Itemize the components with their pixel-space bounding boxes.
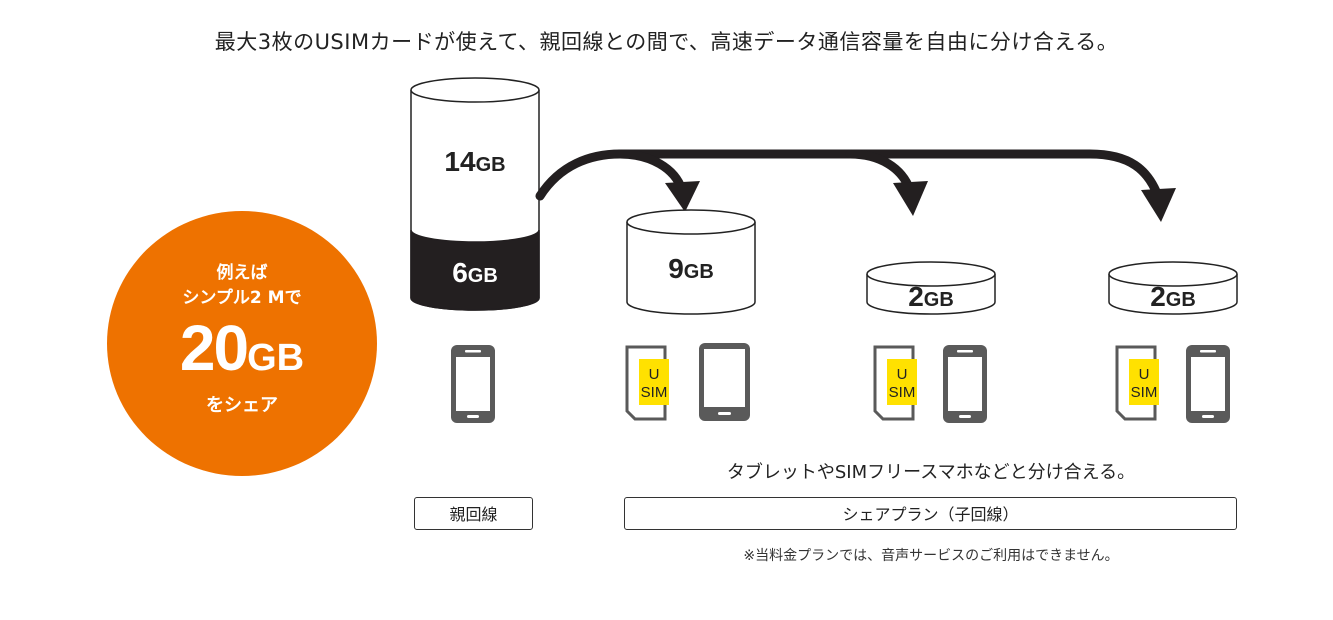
child-2-data-cylinder: 2GB xyxy=(866,261,996,315)
promo-line-4: をシェア xyxy=(206,395,278,416)
parent-top-unit: GB xyxy=(476,154,506,176)
usim-card-icon: U SIM xyxy=(1115,345,1159,421)
parent-top-amount: 14 xyxy=(444,146,476,177)
tablet-icon xyxy=(699,343,750,421)
promo-amount-line: 20GB xyxy=(107,311,377,385)
promo-line-2: シンプル2 Mで xyxy=(182,288,302,308)
arrow-head-3 xyxy=(1141,188,1176,222)
svg-text:14GB: 14GB xyxy=(444,146,505,177)
promo-unit: GB xyxy=(247,337,305,379)
sim-label-bottom: SIM xyxy=(1131,384,1158,401)
child-2-unit: GB xyxy=(924,289,954,311)
smartphone-icon xyxy=(1186,345,1230,423)
parent-line-label: 親回線 xyxy=(414,497,533,530)
smartphone-icon xyxy=(451,345,495,423)
sim-label-top: U xyxy=(1139,366,1150,383)
svg-text:2GB: 2GB xyxy=(908,281,954,312)
headline: 最大3枚のUSIMカードが使えて、親回線との間で、高速データ通信容量を自由に分け… xyxy=(214,30,1119,54)
child-1-amount: 9 xyxy=(668,253,684,284)
usim-card-icon: U SIM xyxy=(625,345,669,421)
child-3-amount: 2 xyxy=(1150,281,1166,312)
arrow-heads xyxy=(665,181,1176,222)
sim-label-top: U xyxy=(897,366,908,383)
footnote: ※当料金プランでは、音声サービスのご利用はできません。 xyxy=(743,548,1119,564)
arrow-head-1 xyxy=(665,181,700,212)
svg-text:9GB: 9GB xyxy=(668,253,714,284)
usim-card-icon: U SIM xyxy=(873,345,917,421)
child-1-unit: GB xyxy=(684,261,714,283)
svg-text:6GB: 6GB xyxy=(452,257,498,288)
parent-data-cylinder: 14GB 6GB xyxy=(410,77,540,311)
share-plan-label: シェアプラン（子回線） xyxy=(624,497,1237,530)
smartphone-icon xyxy=(943,345,987,423)
sim-label-top: U xyxy=(649,366,660,383)
promo-amount: 20 xyxy=(179,312,249,384)
child-3-data-cylinder: 2GB xyxy=(1108,261,1238,315)
child-1-data-cylinder: 9GB xyxy=(626,209,756,315)
sim-label-bottom: SIM xyxy=(889,384,916,401)
svg-text:2GB: 2GB xyxy=(1150,281,1196,312)
share-caption: タブレットやSIMフリースマホなどと分け合える。 xyxy=(726,462,1136,483)
share-arrows xyxy=(535,149,1163,201)
arrow-head-2 xyxy=(893,181,928,216)
parent-bottom-unit: GB xyxy=(468,265,498,287)
child-3-unit: GB xyxy=(1166,289,1196,311)
child-2-amount: 2 xyxy=(908,281,924,312)
promo-circle: 例えば シンプル2 Mで 20GB をシェア xyxy=(107,211,377,476)
parent-bottom-amount: 6 xyxy=(452,257,468,288)
promo-line-1: 例えば xyxy=(216,263,268,283)
sim-label-bottom: SIM xyxy=(641,384,668,401)
